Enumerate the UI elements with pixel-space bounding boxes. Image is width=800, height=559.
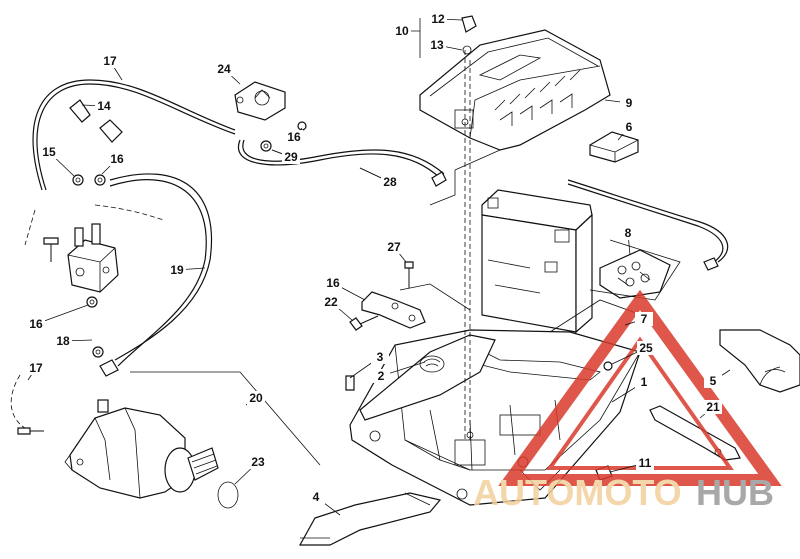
callout-bg: [27, 361, 45, 375]
battery: [481, 189, 593, 334]
callout-label: 5: [710, 374, 717, 388]
circuit-breaker: [234, 81, 286, 121]
callout-bg: [393, 24, 411, 38]
callout-label: 20: [249, 391, 263, 405]
callout-bg: [635, 375, 653, 389]
callout-bg: [429, 12, 447, 26]
callout-bg: [704, 374, 722, 388]
o-ring: [217, 481, 239, 509]
callout-label: 8: [625, 226, 632, 240]
callout-label: 7: [641, 312, 648, 326]
callout-bg: [385, 240, 403, 254]
callout-label: 17: [29, 361, 43, 375]
electronics-cover-module: [419, 29, 611, 151]
starter-solenoid: [67, 223, 119, 293]
callout-label: 17: [103, 54, 117, 68]
callout-bg: [635, 312, 653, 326]
callout-bg: [282, 150, 300, 164]
callout-label: 27: [387, 240, 401, 254]
callout-label: 12: [431, 12, 445, 26]
callout-bg: [428, 38, 446, 52]
callout-label: 22: [324, 295, 338, 309]
callout-label: 13: [430, 38, 444, 52]
callout-label: 1: [641, 375, 648, 389]
callout-bg: [324, 276, 342, 290]
callout-label: 16: [287, 130, 301, 144]
callout-label: 2: [378, 369, 385, 383]
watermark-logo: AUTOMOTO HUB: [473, 289, 782, 513]
callout-bg: [636, 456, 654, 470]
callout-bg: [620, 96, 638, 110]
callout-label: 16: [110, 152, 124, 166]
callout-bg: [285, 130, 303, 144]
callout-bg: [372, 369, 390, 383]
callout-label: 16: [29, 317, 43, 331]
callout-label: 29: [284, 150, 298, 164]
strap-decal: [298, 492, 442, 546]
foam-pad: [589, 131, 639, 163]
callout-label: 21: [706, 400, 720, 414]
starter-motor: [64, 399, 219, 499]
callout-bg: [215, 62, 233, 76]
callout-bg: [108, 152, 126, 166]
callout-label: 23: [251, 455, 265, 469]
terminal-kit: [599, 249, 671, 299]
callout-label: 19: [170, 263, 184, 277]
callout-bg: [637, 341, 655, 355]
callout-bg: [101, 54, 119, 68]
callout-bg: [40, 145, 58, 159]
callout-label: 24: [217, 62, 231, 76]
watermark-text-b: HUB: [696, 472, 774, 513]
callout-label: 4: [313, 490, 320, 504]
callout-bg: [322, 295, 340, 309]
callout-label: 6: [626, 120, 633, 134]
fuse-holder: [461, 15, 477, 55]
hardware: [17, 121, 719, 435]
cables: [10, 50, 729, 440]
tray-cover-plate: [359, 334, 496, 421]
callout-label: 11: [639, 456, 652, 470]
callout-label: 28: [383, 175, 397, 189]
callout-label: 16: [326, 276, 340, 290]
callout-bg: [54, 334, 72, 348]
watermark-text-a: AUTOMOTO: [473, 472, 682, 513]
callout-bg: [168, 263, 186, 277]
callout-bg: [381, 175, 399, 189]
side-cover-panel: [719, 329, 800, 393]
callout-bg: [704, 400, 722, 414]
callout-label: 18: [56, 334, 70, 348]
callout-label: 10: [395, 24, 409, 38]
callout-bg: [371, 350, 389, 364]
callout-label: 25: [639, 341, 653, 355]
callout-labels: 1234567891011121314151616161616171718192…: [27, 12, 731, 516]
callout-bg: [307, 490, 325, 504]
callout-bg: [95, 99, 113, 113]
callout-bg: [619, 226, 637, 240]
callout-bg: [620, 120, 638, 134]
callout-label: 15: [42, 145, 56, 159]
callout-bg: [27, 317, 45, 331]
callout-label: 9: [626, 96, 633, 110]
callout-bg: [249, 455, 267, 469]
callout-label: 14: [97, 99, 111, 113]
callout-label: 3: [377, 350, 384, 364]
mount-bracket: [361, 291, 426, 329]
callout-bg: [247, 391, 265, 405]
